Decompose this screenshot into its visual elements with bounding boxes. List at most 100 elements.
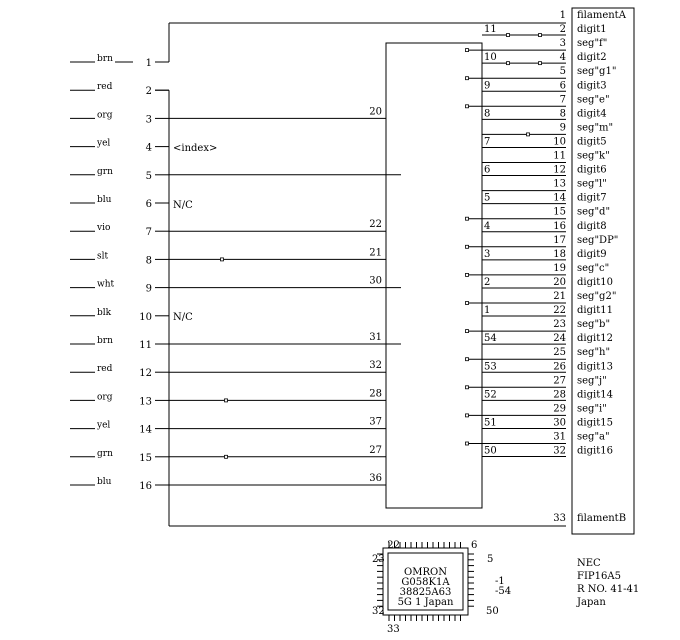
vfd-pin-label: seg"h": [577, 347, 610, 358]
vfd-pin-number: 8: [560, 108, 566, 119]
vfd-pin-label: filamentA: [577, 10, 627, 21]
vfd-pin-label: digit14: [577, 389, 613, 400]
vfd-info-line: R NO. 41-41: [577, 584, 639, 595]
junction-dot: [526, 132, 530, 137]
vfd-pin-label: digit9: [577, 249, 607, 260]
junction-dot: [538, 33, 542, 37]
vfd-pin-label: digit1: [577, 24, 607, 35]
driver-pin-number: 7: [484, 136, 490, 147]
ic-marking-line: 5G 1 Japan: [398, 597, 454, 608]
driver-pin-number: 4: [484, 221, 490, 232]
connector-pin-number: 10: [139, 312, 152, 323]
driver-pin-number: 10: [484, 52, 497, 63]
junction-dot: [465, 48, 469, 52]
vfd-pin-number: 26: [553, 361, 566, 372]
junction-dot: [220, 257, 224, 262]
connector-pin-number: 6: [146, 199, 152, 210]
driver-pin-number: 6: [484, 165, 490, 176]
driver-pin-number: 28: [369, 388, 382, 399]
connector-pin-number: 8: [146, 255, 152, 266]
vfd-pin-number: 30: [553, 417, 566, 428]
vfd-pin-label: seg"b": [577, 319, 610, 330]
junction-dot: [465, 329, 469, 334]
vfd-pin-label: seg"DP": [577, 235, 618, 246]
wire-color-label: grn: [97, 167, 113, 177]
wire-color-label: blu: [97, 477, 112, 487]
connector-pin-number: 3: [146, 114, 152, 125]
vfd-pin-label: digit12: [577, 333, 613, 344]
wire-color-label: wht: [97, 280, 115, 290]
driver-pin-number: 37: [369, 417, 382, 428]
driver-pin-number: 32: [369, 360, 382, 371]
vfd-pin-number: 15: [553, 207, 566, 218]
junction-dot: [465, 244, 469, 249]
driver-chip-block: [385, 42, 483, 509]
vfd-pin-label: seg"c": [577, 263, 609, 274]
connector-pin-number: 11: [139, 340, 152, 351]
driver-pin-number: 20: [369, 106, 382, 117]
wire-color-label: red: [97, 364, 113, 374]
vfd-pin-number: 31: [553, 432, 566, 443]
vfd-pin-label: seg"e": [577, 94, 610, 105]
vfd-pin-label: digit4: [577, 108, 607, 119]
wire-color-label: yel: [96, 139, 110, 149]
wire-color-label: grn: [97, 449, 113, 459]
vfd-pin-number: 21: [553, 291, 566, 302]
vfd-pin-number: 16: [553, 221, 566, 232]
ic-pin-label: 5: [487, 554, 493, 565]
vfd-pin-number: 29: [553, 403, 566, 414]
vfd-tube-block: [571, 7, 635, 535]
driver-pin-number: 2: [484, 277, 490, 288]
wire-color-label: slt: [97, 251, 108, 261]
vfd-pin-number: 7: [560, 94, 566, 105]
connector-pin-number: 12: [139, 368, 152, 379]
junction-dot: [465, 104, 469, 109]
connector-pin-number: 16: [139, 481, 152, 492]
driver-pin-number: 5: [484, 193, 490, 204]
index-note: <index>: [173, 143, 217, 154]
ic-pin-label: -54: [495, 586, 511, 597]
connector-pin-number: 4: [146, 143, 152, 154]
vfd-pin-label: digit15: [577, 417, 613, 428]
vfd-pin-number: 13: [553, 179, 566, 190]
vfd-pin-label: digit8: [577, 221, 607, 232]
junction-dot: [465, 413, 469, 418]
driver-pin-number: 50: [484, 446, 497, 457]
connector-pin-number: 7: [146, 227, 152, 238]
vfd-pin-number: 32: [553, 446, 566, 457]
vfd-pin-number: 14: [553, 193, 566, 204]
vfd-pin-number: 11: [553, 151, 566, 162]
wire-color-label: org: [97, 110, 113, 120]
connector-pin-number: 9: [146, 284, 152, 295]
vfd-pin-number: 25: [553, 347, 566, 358]
connector-pin-number: 15: [139, 453, 152, 464]
ic-marking-line: G058K1A: [401, 577, 450, 588]
junction-dot: [465, 385, 469, 390]
vfd-pin-label: digit7: [577, 193, 607, 204]
nc-note: N/C: [173, 312, 193, 323]
connector-pin-number: 2: [146, 86, 152, 97]
driver-pin-number: 30: [369, 276, 382, 287]
driver-pin-number: 22: [369, 219, 382, 230]
driver-pin-number: 53: [484, 361, 497, 372]
driver-pin-number: 11: [484, 24, 497, 35]
driver-pin-number: 9: [484, 80, 490, 91]
junction-dot: [465, 216, 469, 221]
vfd-pin-number: 33: [553, 513, 566, 524]
vfd-pin-number: 18: [553, 249, 566, 260]
ic-marking-line: OMRON: [404, 567, 447, 578]
junction-dot: [538, 61, 542, 66]
driver-pin-number: 51: [484, 417, 497, 428]
junction-dot: [224, 454, 228, 459]
vfd-pin-number: 19: [553, 263, 566, 274]
connector-pin-number: 1: [146, 58, 152, 69]
driver-pin-number: 27: [369, 445, 382, 456]
wire-color-label: blu: [97, 195, 112, 205]
vfd-pin-number: 23: [553, 319, 566, 330]
driver-pin-number: 54: [484, 333, 497, 344]
connector-pin-number: 14: [139, 425, 152, 436]
vfd-pin-label: seg"d": [577, 207, 610, 218]
junction-dot: [465, 357, 469, 362]
vfd-pin-label: seg"f": [577, 38, 607, 49]
